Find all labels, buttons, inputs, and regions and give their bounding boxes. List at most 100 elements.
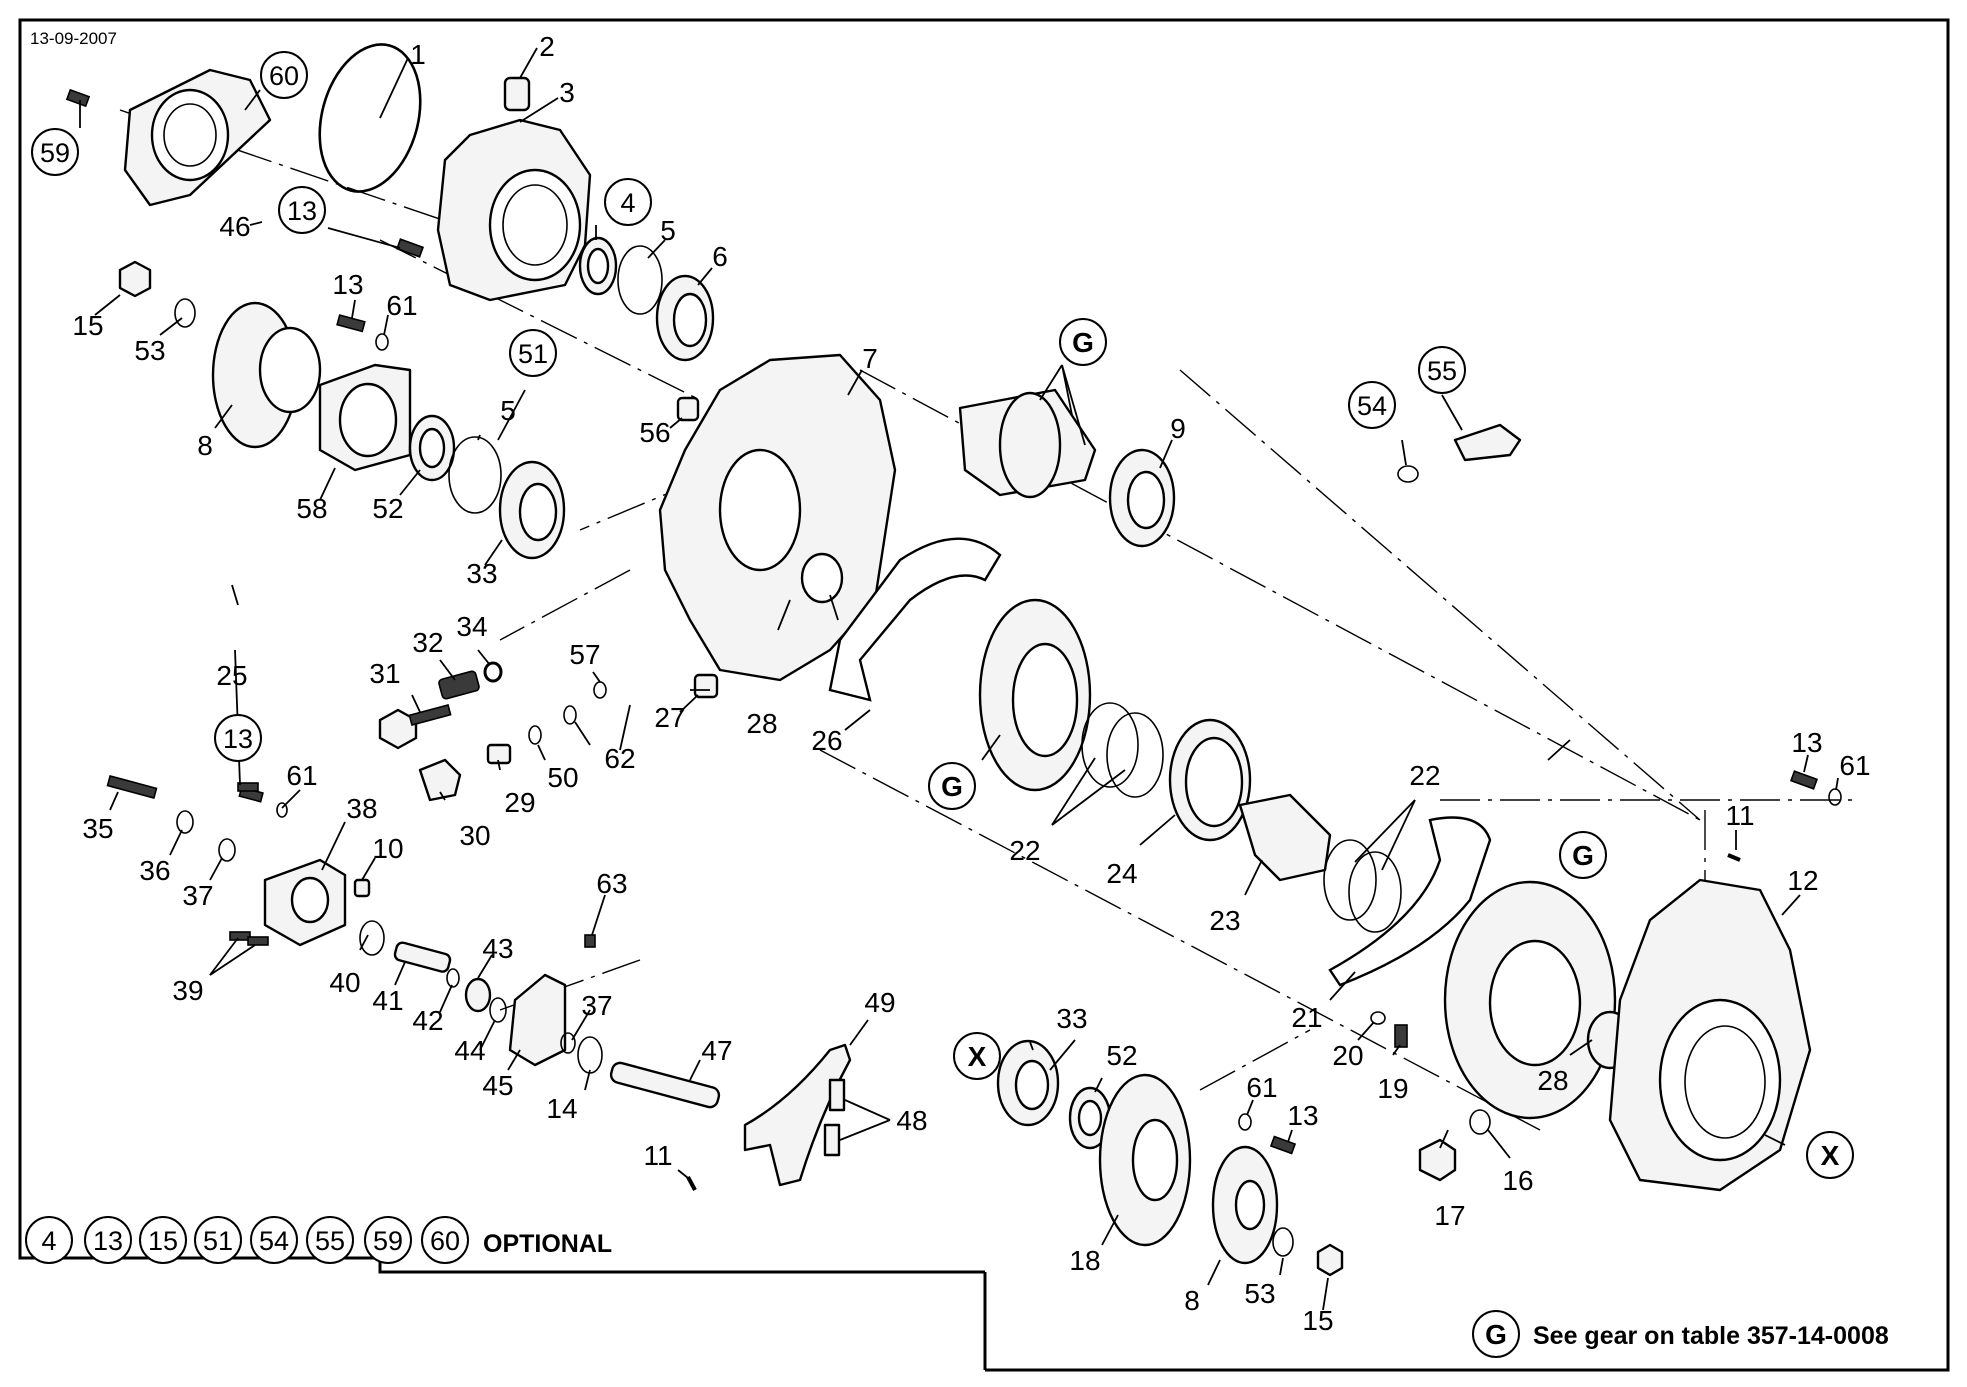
gear-note: G See gear on table 357-14-0008 [1472, 1310, 1889, 1358]
label-15a: 15 [72, 310, 103, 341]
label-31: 31 [369, 658, 400, 689]
label-5a: 5 [660, 215, 676, 246]
label-11b: 11 [643, 1140, 672, 1171]
svg-text:59: 59 [40, 138, 70, 168]
optional-item-15[interactable]: 15 [139, 1216, 187, 1264]
label-16: 16 [1502, 1165, 1533, 1196]
optional-item-55[interactable]: 55 [306, 1216, 354, 1264]
svg-text:60: 60 [269, 61, 299, 91]
label-56: 56 [639, 417, 670, 448]
label-34: 34 [456, 611, 487, 642]
label-40: 40 [329, 967, 360, 998]
callout-circle-13-lower[interactable]: 13 [214, 714, 262, 762]
label-53a: 53 [134, 335, 165, 366]
label-36: 36 [139, 855, 170, 886]
svg-text:4: 4 [620, 188, 635, 218]
callout-circle-13[interactable]: 13 [278, 186, 326, 234]
label-17: 17 [1434, 1200, 1465, 1231]
label-43: 43 [482, 933, 513, 964]
label-32: 32 [412, 627, 443, 658]
svg-text:G: G [1572, 840, 1594, 871]
svg-text:4: 4 [41, 1226, 56, 1256]
label-28a: 28 [746, 708, 777, 739]
optional-legend: 4 13 15 51 54 55 59 60 OPTIONA [25, 1216, 612, 1264]
optional-item-13[interactable]: 13 [84, 1216, 132, 1264]
label-42: 42 [412, 1005, 443, 1036]
svg-text:51: 51 [518, 339, 548, 369]
label-22a: 22 [1009, 835, 1040, 866]
leader-lines [79, 47, 1839, 1311]
label-52a: 52 [372, 493, 403, 524]
label-18: 18 [1069, 1245, 1100, 1276]
label-61d: 61 [286, 760, 317, 791]
label-22b: 22 [1409, 760, 1440, 791]
label-62: 62 [604, 743, 635, 774]
label-7: 7 [862, 343, 878, 374]
label-33a: 33 [466, 558, 497, 589]
label-52b: 52 [1106, 1040, 1137, 1071]
label-28b: 28 [1537, 1065, 1568, 1096]
label-5b: 5 [500, 395, 516, 426]
label-8a: 8 [197, 430, 213, 461]
callout-circle-59[interactable]: 59 [31, 128, 79, 176]
gear-marker-ring[interactable]: G [928, 762, 976, 810]
optional-item-4[interactable]: 4 [25, 1216, 73, 1264]
svg-text:13: 13 [287, 196, 317, 226]
label-61a: 61 [386, 290, 417, 321]
label-24: 24 [1106, 858, 1137, 889]
label-14: 14 [546, 1093, 577, 1124]
label-38: 38 [346, 793, 377, 824]
optional-item-59[interactable]: 59 [364, 1216, 412, 1264]
label-12: 12 [1787, 865, 1818, 896]
label-57: 57 [569, 639, 600, 670]
label-37b: 37 [581, 990, 612, 1021]
label-13e: 13 [1287, 1100, 1318, 1131]
callout-circle-4[interactable]: 4 [604, 178, 652, 226]
label-23: 23 [1209, 905, 1240, 936]
label-1: 1 [410, 39, 426, 70]
svg-text:54: 54 [259, 1226, 289, 1256]
label-44: 44 [454, 1035, 485, 1066]
label-6: 6 [712, 241, 728, 272]
callout-circle-51[interactable]: 51 [509, 329, 557, 377]
label-39: 39 [172, 975, 203, 1006]
label-33b: 33 [1056, 1003, 1087, 1034]
gear-marker-pinion[interactable]: G [1059, 318, 1107, 366]
label-45: 45 [482, 1070, 513, 1101]
svg-text:X: X [1821, 1140, 1840, 1171]
label-26: 26 [811, 725, 842, 756]
label-10: 10 [372, 833, 403, 864]
label-21: 21 [1291, 1002, 1322, 1033]
label-50: 50 [547, 762, 578, 793]
label-58: 58 [296, 493, 327, 524]
svg-text:13: 13 [93, 1226, 123, 1256]
callout-circle-60[interactable]: 60 [260, 51, 308, 99]
label-20: 20 [1332, 1040, 1363, 1071]
label-9: 9 [1170, 413, 1186, 444]
gear-note-marker[interactable]: G [1472, 1310, 1520, 1358]
callout-circle-55[interactable]: 55 [1418, 346, 1466, 394]
reference-marker-x-left[interactable]: X [953, 1032, 1001, 1080]
callout-circle-54[interactable]: 54 [1348, 381, 1396, 429]
optional-item-51[interactable]: 51 [194, 1216, 242, 1264]
drawing-frame [18, 18, 1950, 1372]
optional-item-60[interactable]: 60 [421, 1216, 469, 1264]
svg-text:G: G [1485, 1319, 1507, 1350]
label-63: 63 [596, 868, 627, 899]
svg-text:15: 15 [148, 1226, 178, 1256]
label-35: 35 [82, 813, 113, 844]
label-46: 46 [219, 211, 250, 242]
optional-label: OPTIONAL [483, 1230, 612, 1258]
svg-text:G: G [941, 771, 963, 802]
gear-note-text: See gear on table 357-14-0008 [1533, 1322, 1889, 1350]
label-30: 30 [459, 820, 490, 851]
label-49: 49 [864, 987, 895, 1018]
label-13b: 13 [332, 269, 363, 300]
svg-text:X: X [968, 1041, 987, 1072]
gear-marker-big[interactable]: G [1559, 831, 1607, 879]
optional-item-54[interactable]: 54 [250, 1216, 298, 1264]
reference-marker-x-right[interactable]: X [1806, 1131, 1854, 1179]
label-8b: 8 [1184, 1285, 1200, 1316]
label-48: 48 [896, 1105, 927, 1136]
